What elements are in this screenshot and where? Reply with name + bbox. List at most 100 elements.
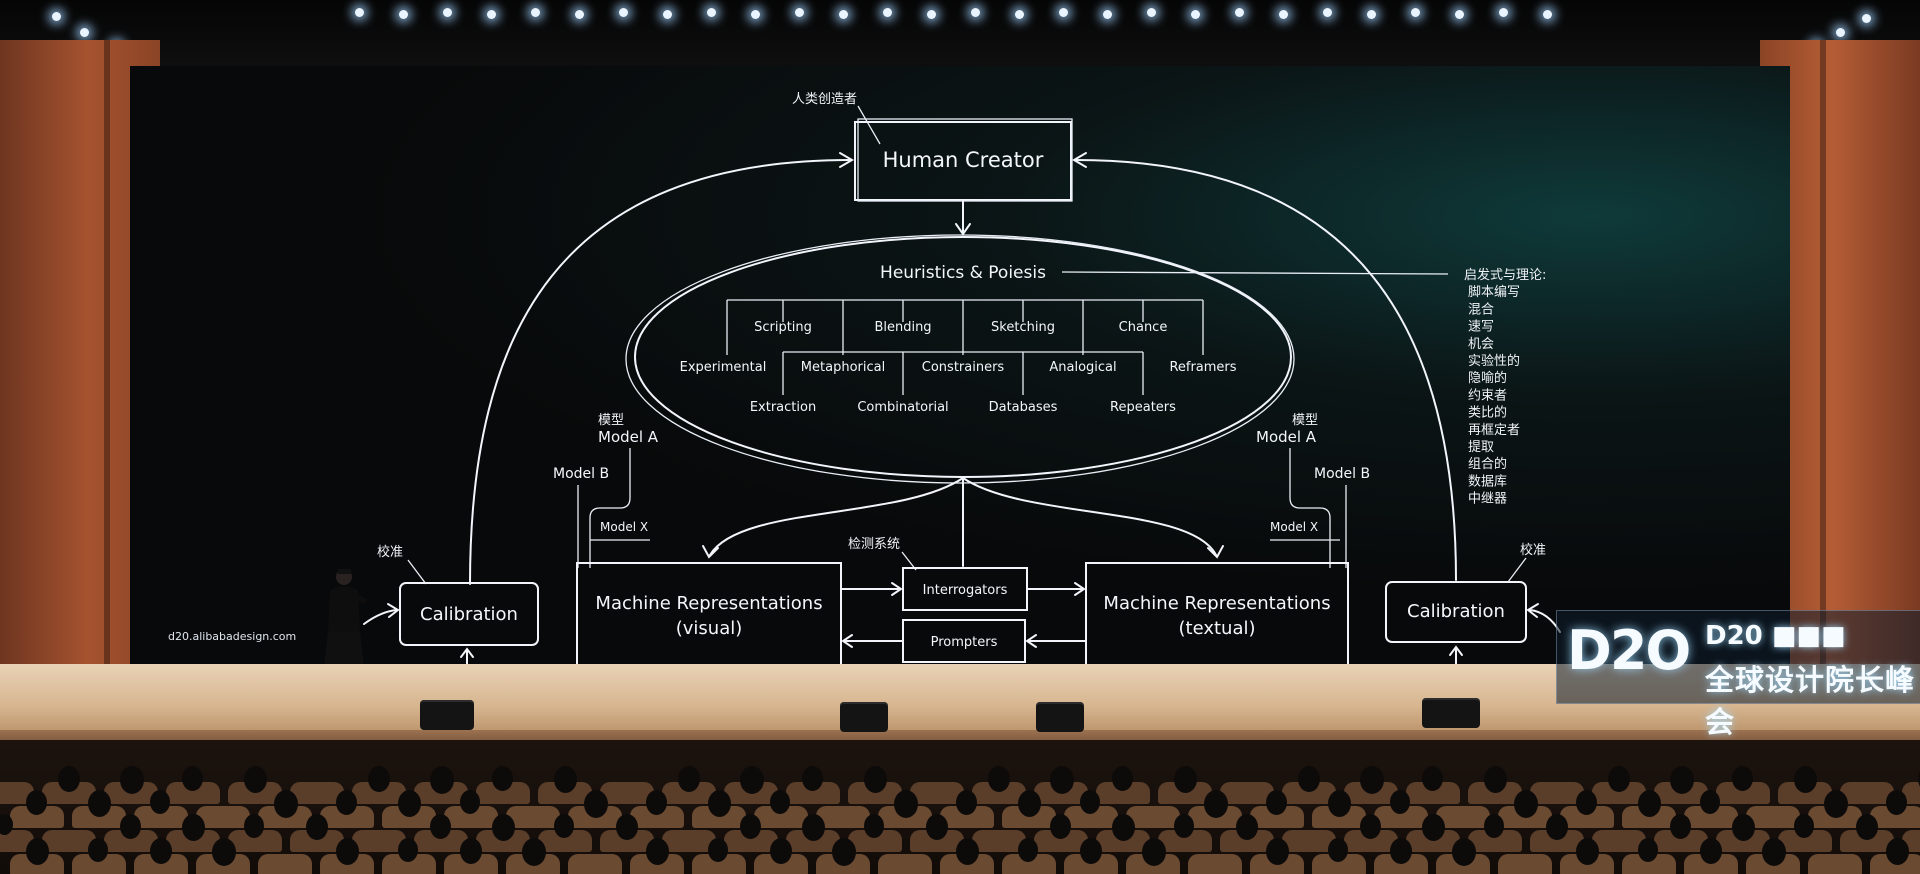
audience-head (274, 790, 298, 818)
seat (1096, 830, 1150, 852)
audience-head (1484, 766, 1507, 793)
heuristic-label: Chance (1119, 320, 1168, 335)
left-model-x: Model X (600, 520, 648, 534)
audience-head (150, 838, 172, 864)
seat (1498, 854, 1552, 874)
seat (1374, 854, 1428, 874)
stage-light (751, 10, 760, 19)
seat (476, 782, 530, 804)
audience-head (336, 790, 357, 815)
pointer-line (857, 105, 881, 145)
seat (878, 854, 932, 874)
audience-head (1174, 766, 1197, 793)
heuristic-label: Combinatorial (857, 400, 948, 415)
chinese-legend: 启发式与理论:脚本编写混合速写机会实验性的隐喻的约束者类比的再框定者提取组合的数… (1464, 267, 1546, 507)
audience-head (1422, 814, 1445, 841)
seat (1622, 854, 1676, 874)
audience-head (336, 838, 359, 865)
seat (1406, 782, 1460, 804)
audience-head (1886, 838, 1909, 865)
audience-head (1732, 814, 1755, 841)
audience-head (770, 838, 792, 864)
seat (786, 830, 840, 852)
audience-head (1670, 766, 1694, 794)
legend-item: 提取 (1468, 439, 1494, 455)
interrogators-label: Interrogators (923, 583, 1008, 598)
audience-head (182, 814, 205, 841)
audience-head (1080, 790, 1100, 814)
left-model-lines (577, 448, 650, 568)
audience-head (740, 766, 764, 794)
stage-light (1323, 8, 1332, 17)
audience-head (1546, 814, 1568, 840)
stage-light (1103, 10, 1112, 19)
audience-head (1360, 814, 1381, 839)
seat (10, 806, 64, 828)
seat (42, 782, 96, 804)
pointer-line (1507, 557, 1527, 583)
seat (1406, 830, 1460, 852)
seat (1530, 782, 1584, 804)
audience-head (1700, 790, 1720, 814)
seat (1560, 806, 1614, 828)
audience-head (1638, 790, 1661, 817)
wall-seam (1820, 40, 1826, 680)
stage-light (1191, 10, 1200, 19)
seat (1158, 830, 1212, 852)
audience-head (1142, 838, 1166, 866)
seat (972, 782, 1026, 804)
arrowhead (839, 152, 854, 168)
audience-head (368, 766, 390, 792)
stage-light (1862, 14, 1871, 23)
audience-head (1328, 790, 1351, 817)
seat (1002, 854, 1056, 874)
arrowhead (1526, 603, 1539, 618)
seat (228, 830, 282, 852)
audience-head (646, 790, 667, 815)
audience-head (1824, 790, 1848, 818)
audience-head (1576, 790, 1597, 815)
audience-head (1050, 814, 1071, 839)
left-calibration-box (399, 582, 539, 646)
audience-head (1422, 766, 1443, 791)
audience-head (120, 814, 141, 839)
seat (1870, 806, 1920, 828)
visual-box (576, 562, 842, 668)
seat (72, 806, 126, 828)
visual-box-line2: (visual) (676, 618, 743, 639)
seat (1808, 854, 1862, 874)
textual-box-line2: (textual) (1178, 618, 1255, 639)
audience-head (1266, 790, 1287, 815)
legend-item: 约束者 (1468, 388, 1507, 403)
audience-head (26, 790, 47, 815)
seat (1746, 806, 1800, 828)
seat (444, 806, 498, 828)
visual-box-line1: Machine Representations (595, 593, 822, 614)
event-url: d20.alibabadesign.com (168, 630, 297, 643)
seat (1034, 830, 1088, 852)
seat (1220, 782, 1274, 804)
audience-head (1112, 814, 1135, 841)
seat (1716, 782, 1770, 804)
audience-head (1918, 766, 1920, 792)
seat (1344, 830, 1398, 852)
seat (352, 782, 406, 804)
audience-head (460, 790, 480, 814)
seat (228, 782, 282, 804)
projection-screen (130, 66, 1790, 666)
stage-light (80, 28, 89, 37)
audience-head (802, 814, 825, 841)
stage-light (1279, 10, 1288, 19)
stage-light (1015, 10, 1024, 19)
seat (754, 806, 808, 828)
audience-head (398, 790, 421, 817)
seat (848, 830, 902, 852)
stage-light (399, 10, 408, 19)
arrowhead (1074, 582, 1086, 596)
audience-head (1018, 838, 1038, 862)
audience-head (832, 838, 856, 866)
arrowhead (1025, 634, 1037, 648)
heuristic-label: Constrainers (922, 360, 1005, 375)
arrow-into-left-calibration (363, 609, 397, 625)
